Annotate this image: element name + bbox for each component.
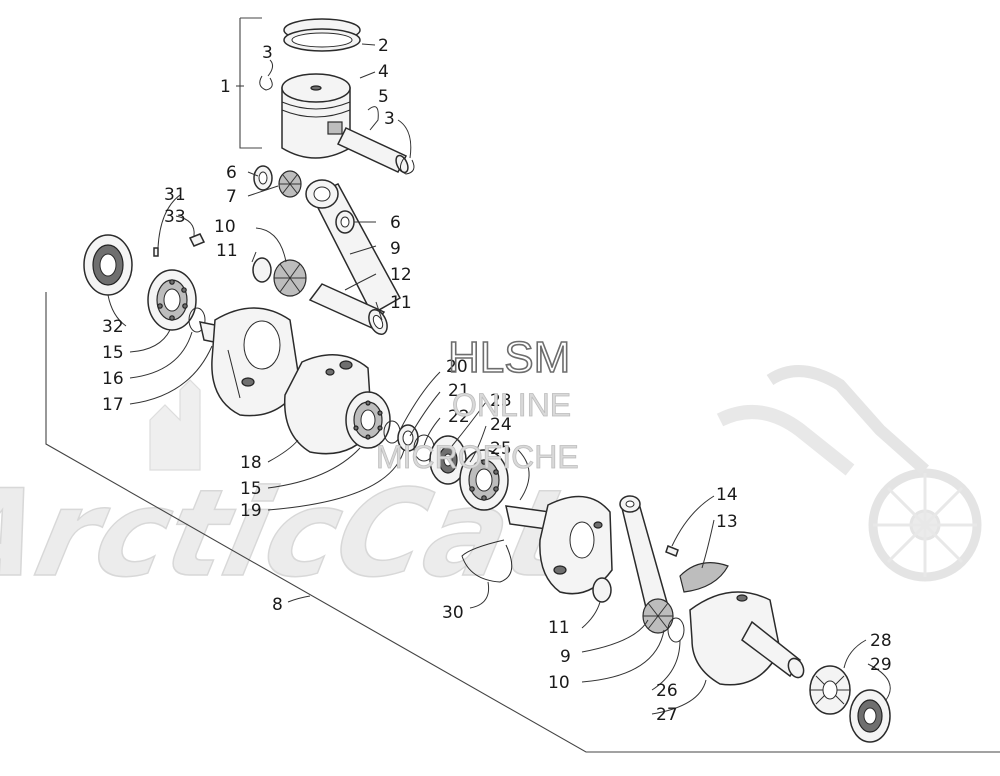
circlip-right xyxy=(400,157,415,175)
callout-1: 1 xyxy=(220,77,231,97)
callout-5: 5 xyxy=(378,87,389,107)
roller-bearing-right xyxy=(809,665,851,715)
crank-flywheel-end xyxy=(689,591,805,686)
callout-10-lower: 10 xyxy=(548,673,570,693)
center-seal-stack xyxy=(383,420,509,511)
motorcycle-watermark-icon xyxy=(716,365,982,582)
oil-seal-right xyxy=(849,689,891,743)
callout-19: 19 xyxy=(240,501,262,521)
callout-14: 14 xyxy=(716,485,738,505)
callout-23: 23 xyxy=(490,391,512,411)
callout-32: 32 xyxy=(102,317,124,337)
wrist-pin xyxy=(336,127,408,173)
callout-2: 2 xyxy=(378,36,389,56)
o-ring-right xyxy=(667,617,685,643)
callout-9-lower: 9 xyxy=(560,647,571,667)
callout-6-left: 6 xyxy=(226,163,237,183)
callout-10-upper: 10 xyxy=(214,217,236,237)
needle-bearing-big-end-lower xyxy=(642,598,674,634)
watermark-line3: MICROFICHE xyxy=(376,439,579,475)
callout-26: 26 xyxy=(656,681,678,701)
crank-flywheel-right xyxy=(505,495,685,643)
callout-13: 13 xyxy=(716,512,738,532)
callout-18: 18 xyxy=(240,453,262,473)
assembly-frame-lines xyxy=(45,17,1000,753)
callout-20: 20 xyxy=(446,357,468,377)
crank-flywheel-left xyxy=(199,307,301,417)
callout-29: 29 xyxy=(870,655,892,675)
ball-bearing-left xyxy=(147,269,197,331)
hlsm-watermark: HLSM ONLINE MICROFICHE xyxy=(376,332,579,475)
callout-25: 25 xyxy=(490,439,512,459)
needle-bearing-small-end xyxy=(278,170,302,198)
o-ring-left xyxy=(188,307,206,333)
callout-27: 27 xyxy=(656,705,678,725)
watermark-line1: HLSM xyxy=(448,333,570,382)
piston-group xyxy=(259,18,415,175)
ball-bearing-center-right xyxy=(459,449,509,511)
callout-16: 16 xyxy=(102,369,124,389)
callout-15-center: 15 xyxy=(240,479,262,499)
ball-bearing-center xyxy=(345,391,391,449)
callout-6-right: 6 xyxy=(390,213,401,233)
callout-11-upper-right: 11 xyxy=(390,293,412,313)
callout-3-left: 3 xyxy=(262,43,273,63)
circlip-left xyxy=(259,75,273,91)
dowel-pin xyxy=(153,247,159,257)
callout-labels: 1 2 3 3 4 5 6 6 7 8 9 9 10 10 11 11 11 1… xyxy=(102,36,892,725)
leader-lines xyxy=(107,43,891,715)
callout-32-label-stack-33: 33 xyxy=(164,207,186,227)
screw xyxy=(665,545,679,557)
callout-11-lower: 11 xyxy=(548,618,570,638)
retaining-ring xyxy=(461,539,513,583)
oil-seal-left xyxy=(83,234,133,296)
building-watermark-icon xyxy=(149,379,201,471)
crankshaft-taper xyxy=(741,620,801,678)
half-moon-counterweight xyxy=(679,562,729,593)
thrust-washer-lower xyxy=(592,577,612,603)
callout-21: 21 xyxy=(448,381,470,401)
callout-11-upper-left: 11 xyxy=(216,241,238,261)
woodruff-key xyxy=(188,233,206,247)
callout-30: 30 xyxy=(442,603,464,623)
callout-15-left: 15 xyxy=(102,343,124,363)
callout-7: 7 xyxy=(226,187,237,207)
left-end-group xyxy=(83,233,206,333)
callout-8: 8 xyxy=(272,595,283,615)
callout-28: 28 xyxy=(870,631,892,651)
callout-24: 24 xyxy=(490,415,512,435)
callout-22: 22 xyxy=(448,407,470,427)
thrust-washer-big-end-upper xyxy=(252,257,272,283)
callout-9-upper: 9 xyxy=(390,239,401,259)
callout-31: 31 xyxy=(164,185,186,205)
watermark-line2: ONLINE xyxy=(452,387,571,423)
connecting-rod-upper-group xyxy=(252,165,402,336)
callout-4: 4 xyxy=(378,62,389,82)
callout-3-right: 3 xyxy=(384,109,395,129)
connecting-rod-lower xyxy=(621,498,669,618)
crank-pin-upper xyxy=(308,283,386,329)
needle-bearing-big-end-upper xyxy=(273,259,307,297)
callout-12: 12 xyxy=(390,265,412,285)
callout-17: 17 xyxy=(102,395,124,415)
